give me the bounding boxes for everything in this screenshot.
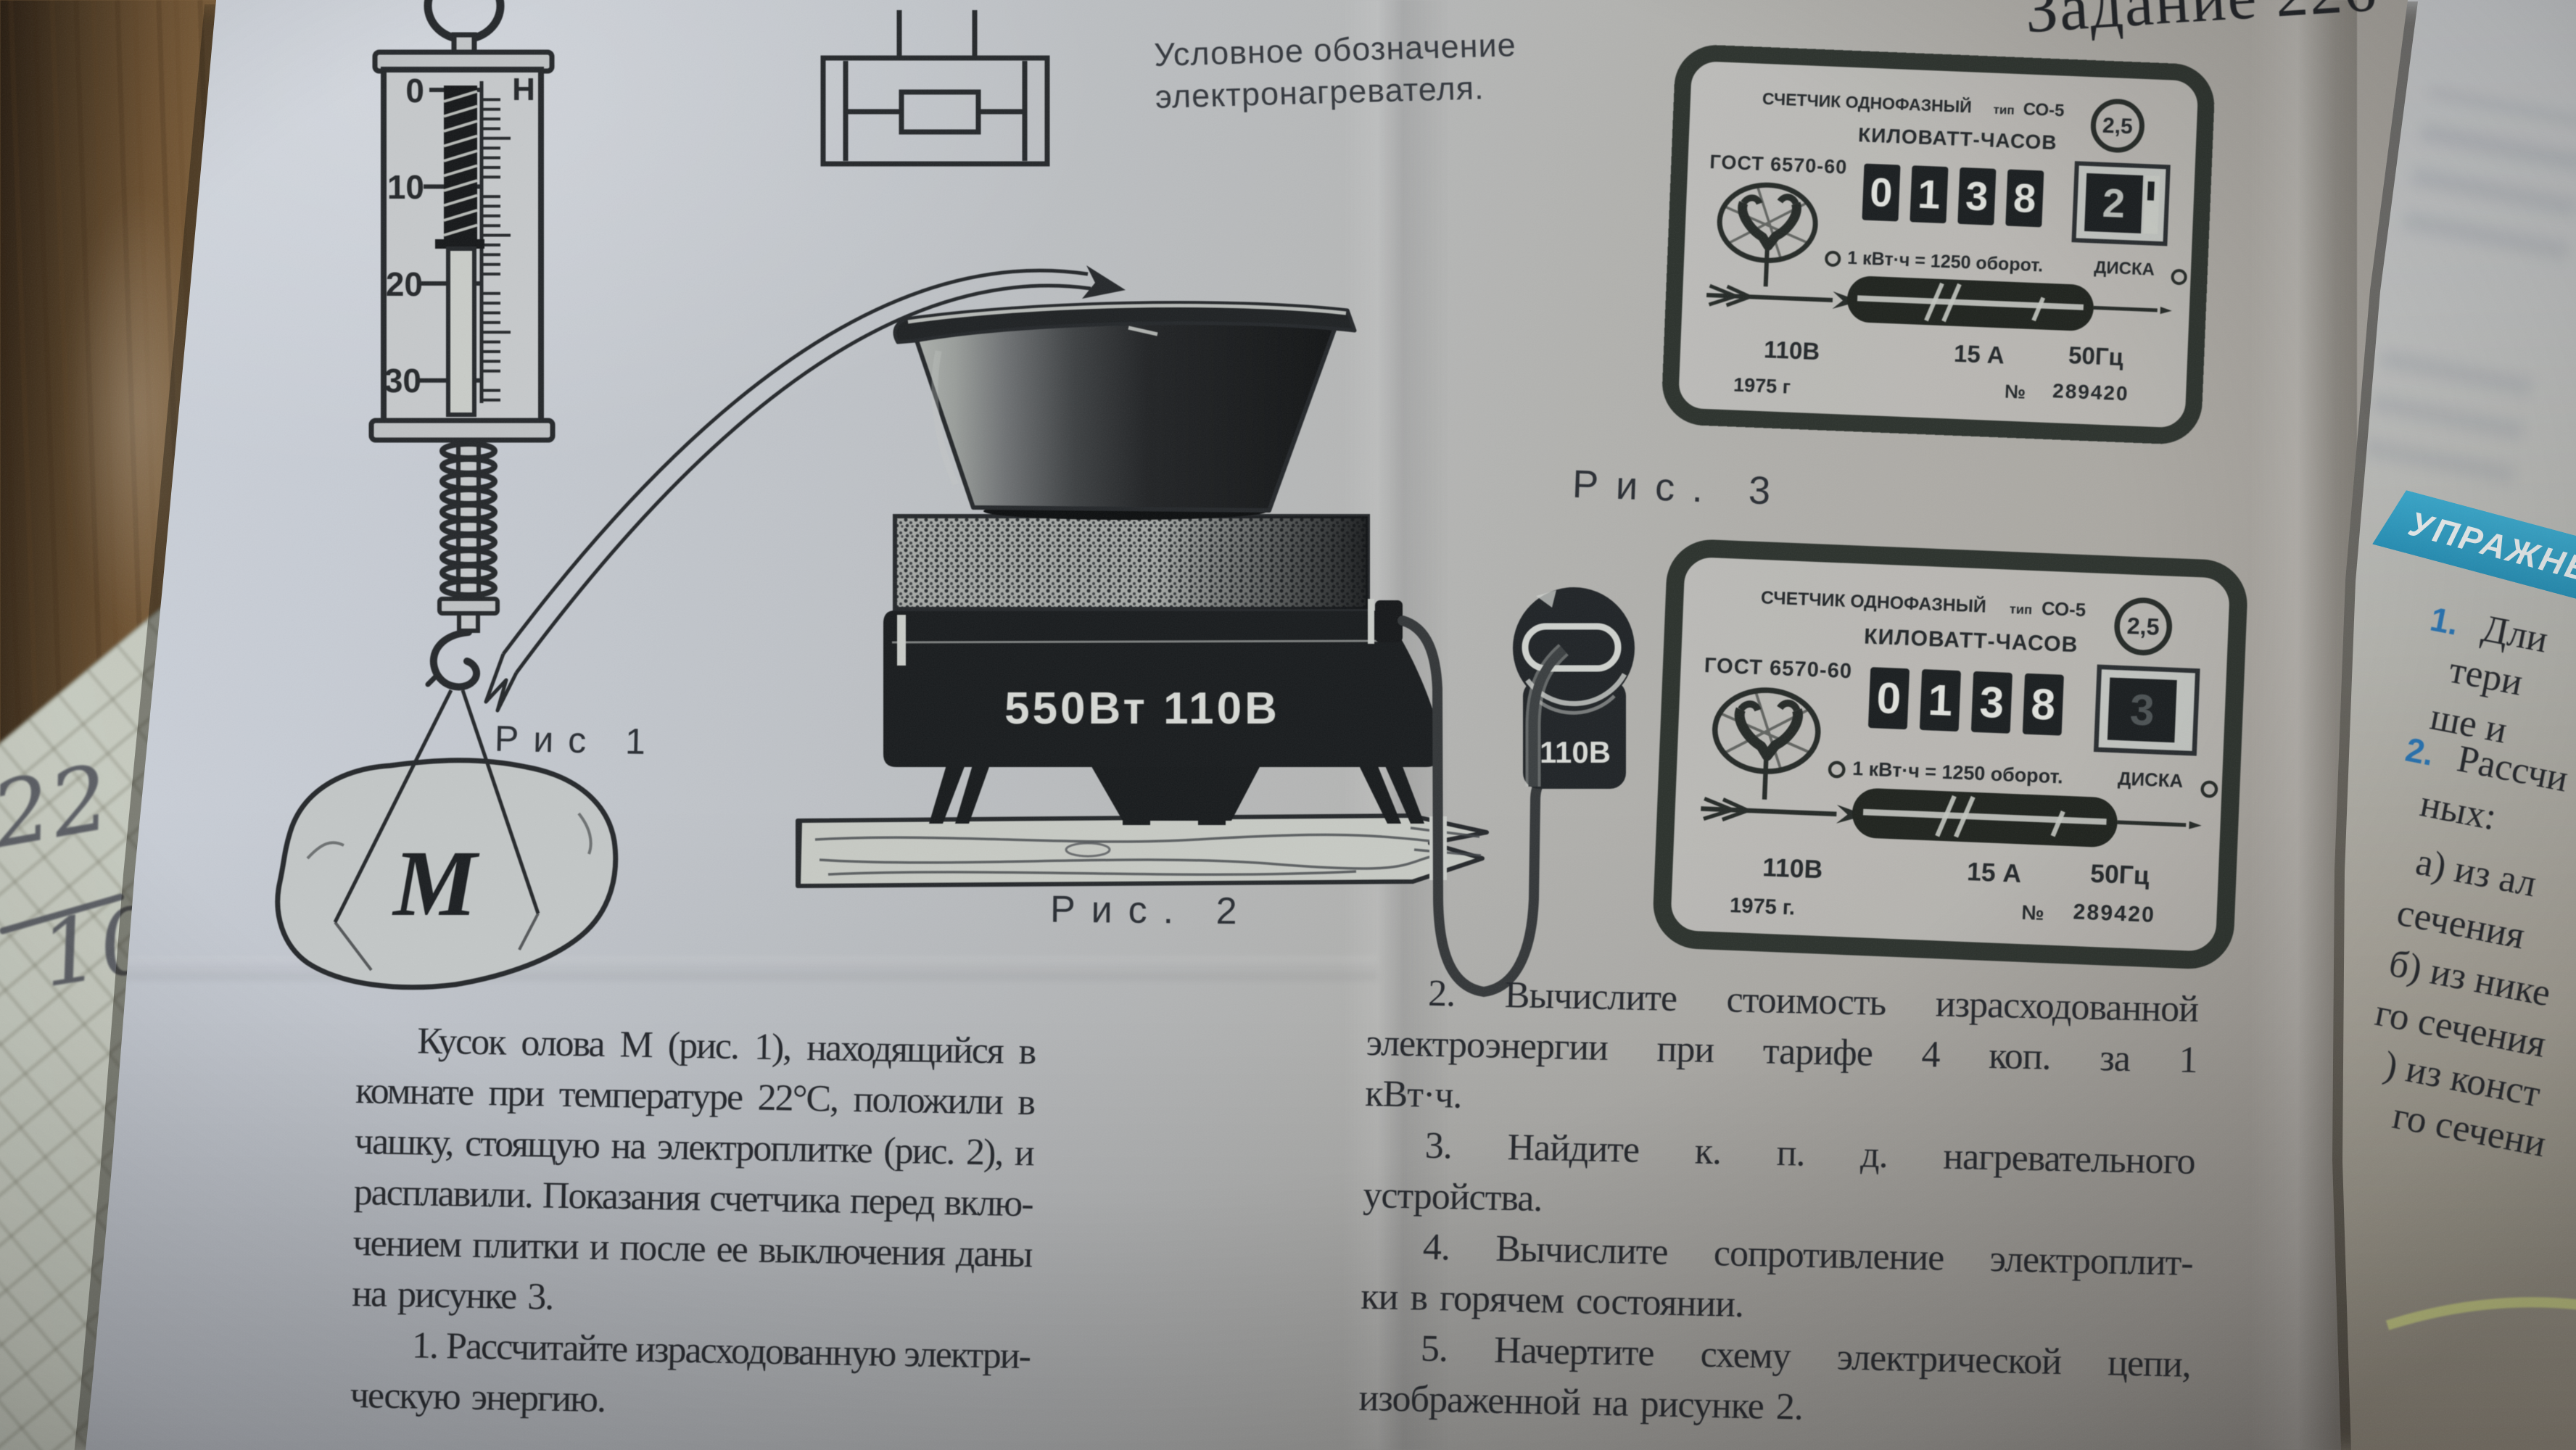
heater-schematic-symbol [820, 10, 1050, 167]
counter-last-digit: 2 [2084, 173, 2144, 233]
meter-current: 15 А [1966, 856, 2023, 888]
meter-voltage: 110В [1762, 852, 1824, 884]
problem-text-left-column: Кусок олова М (рис. 1), находящийся в ко… [350, 1015, 1036, 1433]
digit-roll-sliver [2143, 175, 2160, 234]
cup-on-plate [893, 301, 1357, 520]
meter-type-word: тип [2009, 601, 2033, 618]
counter-last-digit: 3 [2107, 677, 2177, 743]
meter-type-word: тип [1993, 102, 2015, 117]
figure2-caption: Рис. 2 [1049, 888, 1253, 933]
counter-digit: 1 [1919, 668, 1962, 732]
counter-digit: 1 [1910, 165, 1949, 224]
meter-frequency: 50Гц [2068, 341, 2124, 371]
meter-model: СО-5 [2023, 99, 2065, 121]
scale-number: 0 [405, 72, 424, 109]
wooden-plank [796, 813, 1489, 888]
heater-symbol-caption: Условное обозначение электронагревателя. [1153, 24, 1518, 118]
counter-digit: 8 [2022, 673, 2064, 736]
counter-digit: 8 [2005, 169, 2044, 228]
scale-number: 20 [386, 265, 423, 303]
meter-frequency: 50Гц [2089, 858, 2150, 890]
figure3-caption: Рис. 3 [1572, 462, 1789, 514]
meter-model: СО-5 [2041, 598, 2086, 621]
plate-power-label: 550Вт 110В [1004, 684, 1280, 734]
scale-number: 30 [384, 362, 421, 399]
hotplate-top [893, 514, 1370, 611]
counter-digit: 0 [1862, 163, 1901, 222]
unit-label: Н [512, 72, 535, 107]
counter-last-digit-window: 3 [2093, 664, 2200, 756]
exercise-number: 1. [2427, 600, 2462, 642]
meter-counter: 0 1 3 8 [1867, 667, 2064, 736]
counter-digit: 3 [1957, 167, 1997, 225]
counter-digit: 3 [1970, 671, 2012, 734]
counter-digit: 0 [1867, 667, 1910, 730]
exercise-number: 2. [2402, 730, 2437, 773]
meter-number-sign: № [2020, 900, 2045, 925]
wall-socket: 110В [1513, 587, 1635, 789]
meter-number-sign: № [2004, 380, 2026, 403]
meter-current: 15 А [1953, 339, 2005, 369]
disk-word: ДИСКА [2093, 257, 2155, 280]
problem-text-right-column: 2. Вычислите стоимость израсходованной э… [1358, 967, 2199, 1441]
scale-number: 10 [387, 168, 424, 206]
counter-last-digit-window: 2 [2071, 161, 2171, 246]
meter-voltage: 110В [1763, 336, 1820, 365]
meter-serial: 289420 [2072, 899, 2156, 927]
figure1-caption: Рис 1 [494, 718, 661, 763]
meter-year: 1975 г. [1729, 893, 1796, 920]
handwritten-numerator: 22 [0, 745, 119, 869]
disk-word: ДИСКА [2117, 768, 2184, 792]
meter-counter: 0 1 3 8 [1862, 163, 2044, 228]
meter-year: 1975 г [1733, 373, 1791, 398]
meter-serial: 289420 [2052, 379, 2130, 405]
socket-voltage-label: 110В [1540, 735, 1611, 769]
